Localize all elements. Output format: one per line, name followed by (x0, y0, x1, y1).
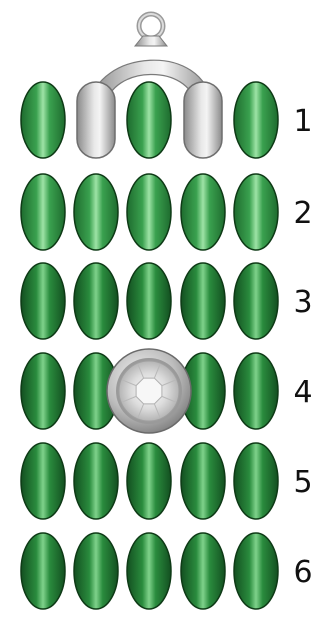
bead-icon (127, 443, 171, 519)
bead-icon (181, 533, 225, 609)
bead-icon (127, 533, 171, 609)
bead-icon (127, 82, 171, 158)
bead-icon (127, 174, 171, 250)
bead-icon (21, 82, 65, 158)
bead-row-5 (21, 443, 278, 519)
bead-icon (21, 443, 65, 519)
bead-icon (21, 533, 65, 609)
bead-icon (181, 443, 225, 519)
bead-icon (234, 263, 278, 339)
bead-row-4 (21, 349, 278, 433)
bead-row-3 (21, 263, 278, 339)
bead-icon (234, 533, 278, 609)
bead-icon (181, 174, 225, 250)
bead-icon (234, 443, 278, 519)
bead-icon (21, 174, 65, 250)
bead-icon (74, 263, 118, 339)
bead-icon (234, 82, 278, 158)
bead-row-1 (21, 82, 278, 158)
bead-icon (127, 263, 171, 339)
bead-icon (74, 533, 118, 609)
row-number-label: 4 (293, 375, 312, 410)
row-number-label: 3 (293, 285, 312, 320)
row-number-label: 1 (293, 104, 312, 139)
bead-icon (234, 353, 278, 429)
bead-row-6 (21, 533, 278, 609)
row-number-label: 2 (293, 196, 312, 231)
row-labels: 1 2 3 4 5 6 (293, 104, 312, 590)
row-number-label: 6 (293, 555, 312, 590)
row-number-label: 5 (293, 465, 312, 500)
bead-icon (21, 353, 65, 429)
bead-icon (74, 174, 118, 250)
bead-icon (181, 263, 225, 339)
bead-icon (234, 174, 278, 250)
finding-earpiece-icon (77, 82, 115, 158)
bead-rows (21, 82, 278, 609)
bead-row-2 (21, 174, 278, 250)
finding-earpiece-icon (184, 82, 222, 158)
bead-icon (74, 443, 118, 519)
rhinestone-icon (107, 349, 191, 433)
bead-icon (21, 263, 65, 339)
